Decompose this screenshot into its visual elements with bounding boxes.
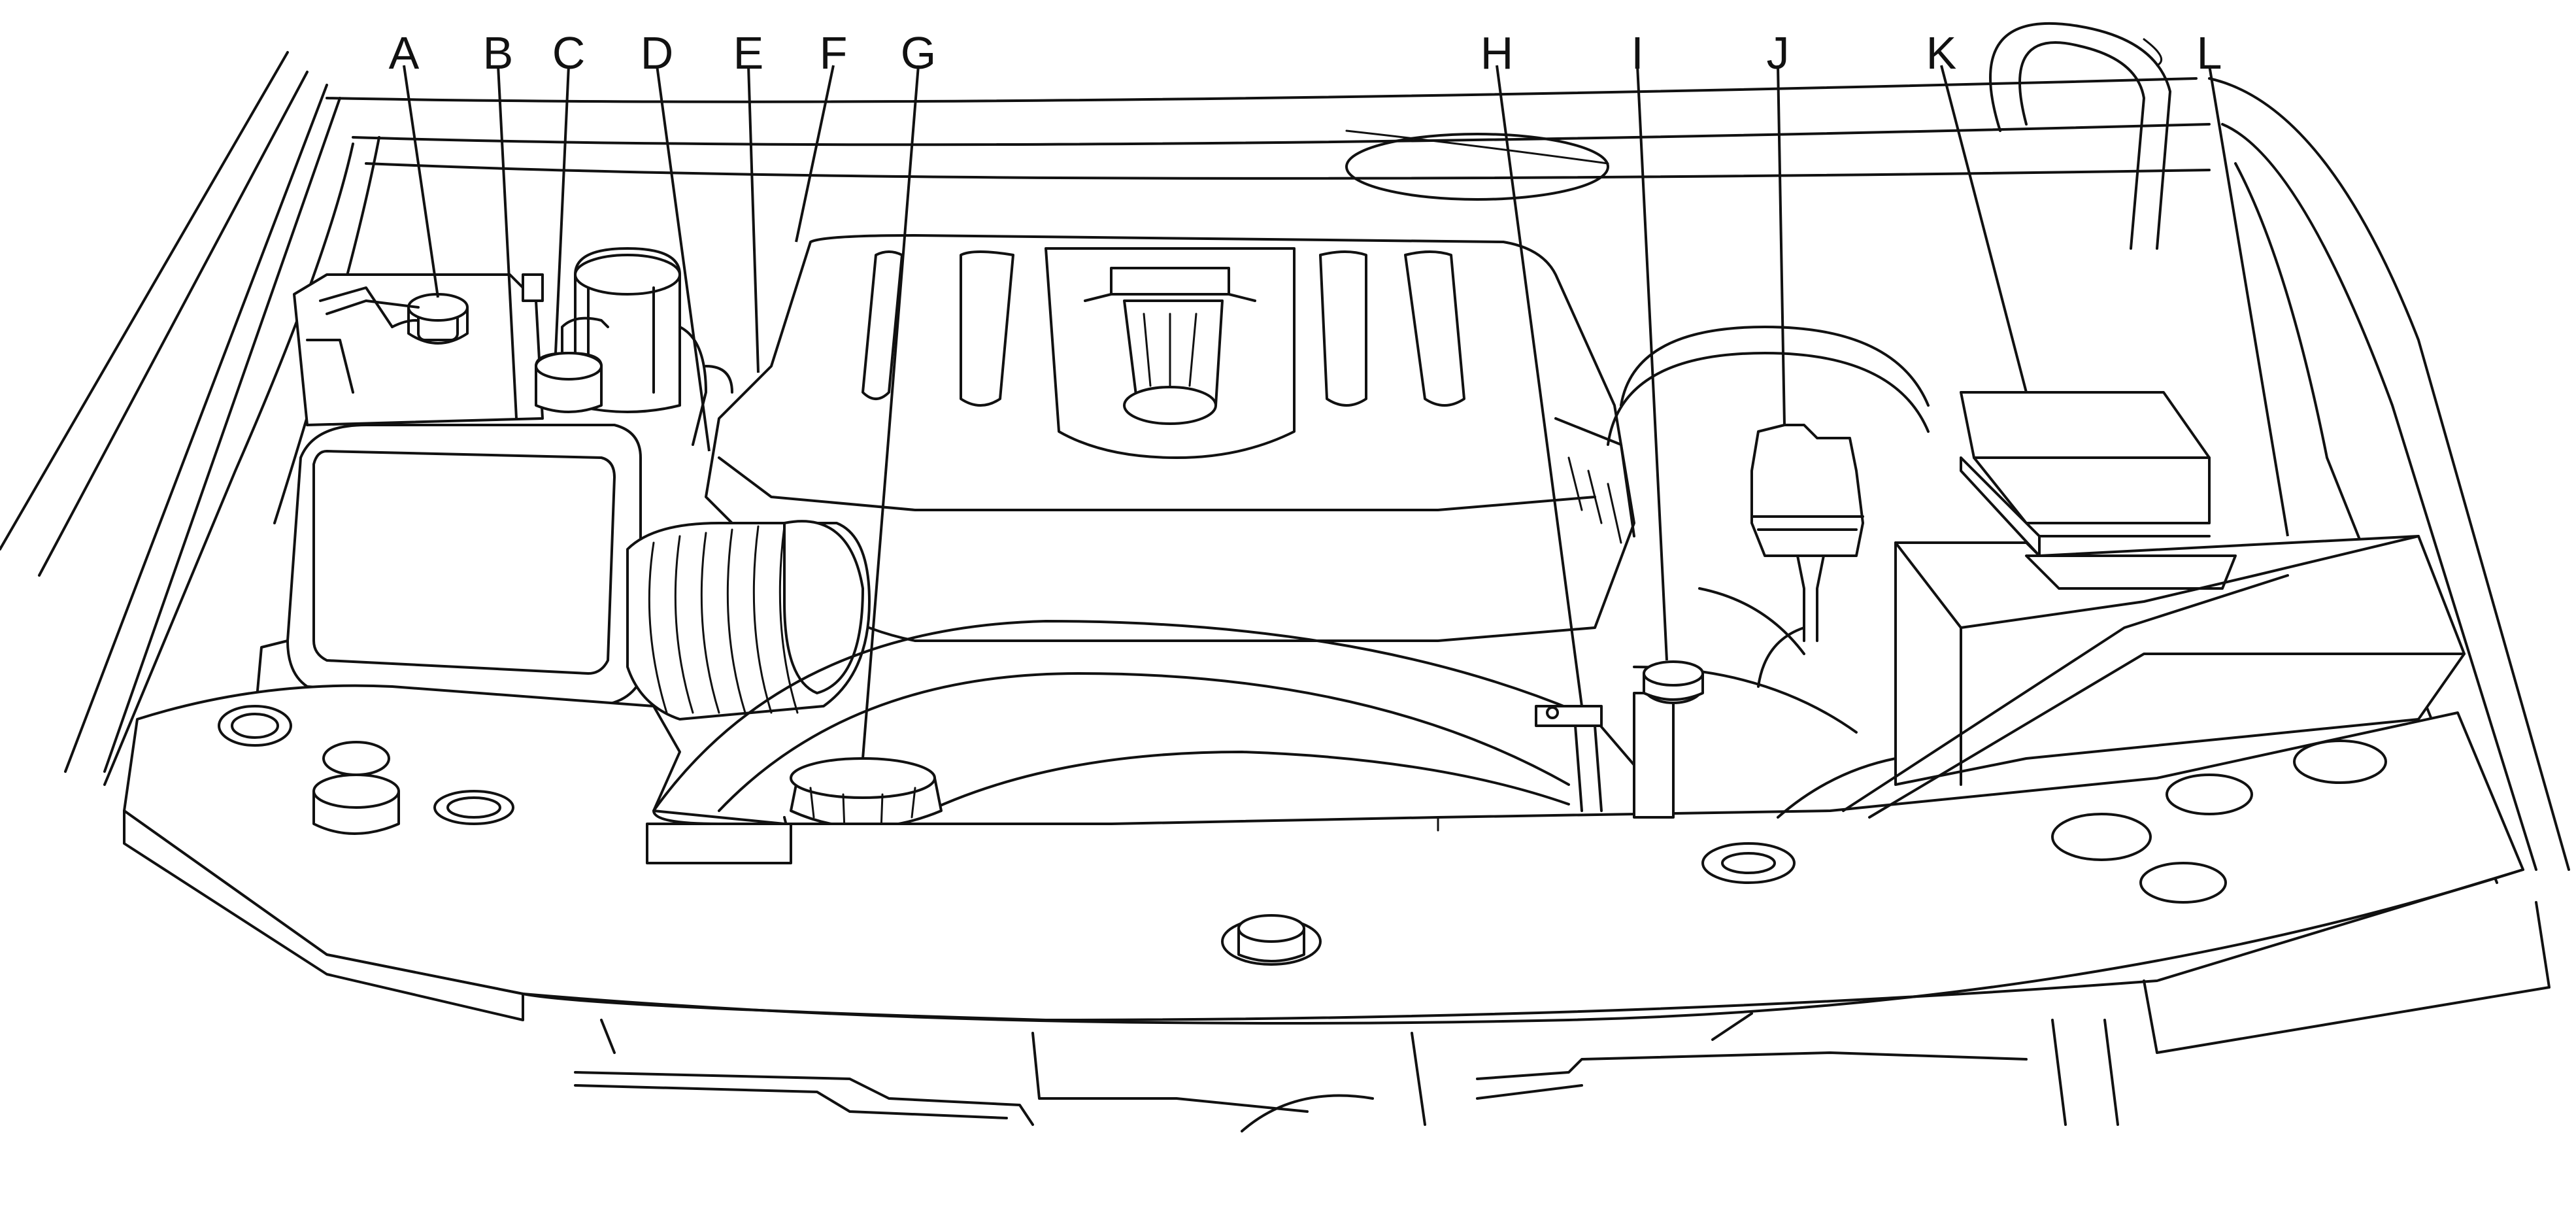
lower-structure xyxy=(574,1012,2119,1132)
callout-labels: A B C D E F G H I J K L xyxy=(389,27,2222,78)
label-L: L xyxy=(2197,27,2222,78)
leader-C xyxy=(554,65,570,354)
label-E: E xyxy=(733,27,764,78)
leader-J xyxy=(1777,65,1786,426)
label-I: I xyxy=(1631,27,1643,78)
leader-B xyxy=(497,65,518,419)
label-F: F xyxy=(820,27,848,78)
label-J: J xyxy=(1767,27,1790,78)
label-C: C xyxy=(552,27,586,78)
radiator-support xyxy=(123,684,2551,1054)
leader-K xyxy=(1940,65,2028,393)
brake-reservoir xyxy=(522,247,733,446)
coolant-reservoir xyxy=(293,273,544,426)
leader-I xyxy=(1636,65,1668,661)
right-components xyxy=(1535,326,2466,819)
label-B: B xyxy=(483,27,514,78)
leader-E xyxy=(747,65,760,373)
leader-A xyxy=(403,65,439,298)
leader-L xyxy=(2208,65,2289,537)
leader-lines xyxy=(403,65,2289,759)
label-A: A xyxy=(389,27,420,78)
leader-H xyxy=(1496,65,1583,707)
intake-duct xyxy=(626,520,871,721)
leader-D xyxy=(656,65,711,452)
label-G: G xyxy=(901,27,936,78)
leader-F xyxy=(795,65,835,243)
label-H: H xyxy=(1480,27,1514,78)
engine-cover xyxy=(705,234,1635,642)
leader-G xyxy=(861,65,920,759)
label-D: D xyxy=(641,27,674,78)
label-K: K xyxy=(1926,27,1957,78)
air-cleaner-box xyxy=(254,424,663,727)
